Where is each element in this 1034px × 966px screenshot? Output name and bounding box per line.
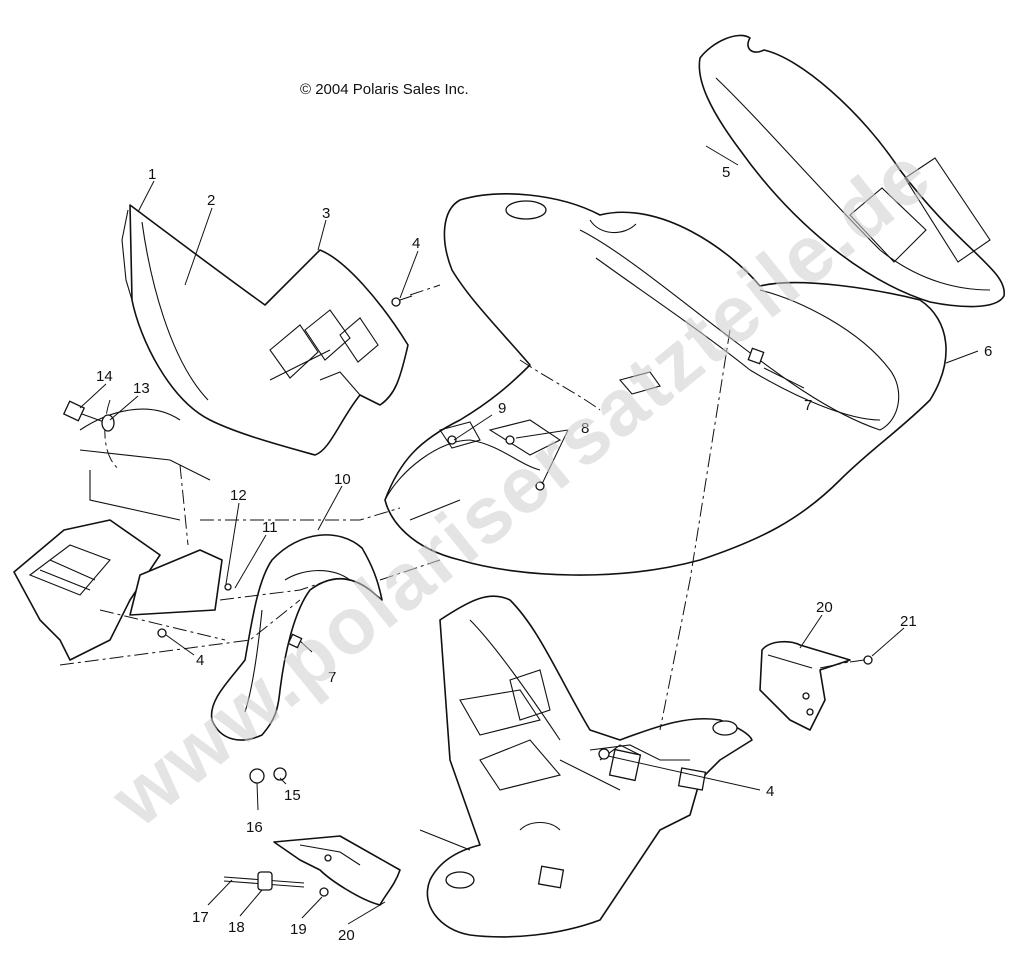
fender-flare-part bbox=[210, 534, 383, 741]
callout-3: 3 bbox=[322, 205, 330, 222]
callout-13: 13 bbox=[133, 380, 150, 397]
callout-11: 11 bbox=[262, 519, 278, 536]
callout-2: 2 bbox=[207, 192, 215, 209]
callout-15: 15 bbox=[284, 787, 301, 804]
callout-4-left: 4 bbox=[196, 652, 204, 669]
callout-20-upper: 20 bbox=[816, 599, 833, 616]
front-panel-part bbox=[121, 204, 409, 456]
bracket-upper-part bbox=[759, 640, 851, 731]
callout-8: 8 bbox=[581, 420, 589, 437]
callout-18: 18 bbox=[228, 919, 245, 936]
rear-fender-part bbox=[384, 193, 947, 576]
callout-16: 16 bbox=[246, 819, 263, 836]
callout-17: 17 bbox=[192, 909, 209, 926]
leader-lines bbox=[79, 145, 979, 925]
callout-19: 19 bbox=[290, 921, 307, 938]
callout-9: 9 bbox=[498, 400, 506, 417]
callout-4-top: 4 bbox=[412, 235, 420, 252]
bracket-lower-part bbox=[273, 835, 401, 906]
callout-6: 6 bbox=[984, 343, 992, 360]
callout-7-left: 7 bbox=[328, 669, 336, 686]
callout-14: 14 bbox=[96, 368, 113, 385]
callout-20-lower: 20 bbox=[338, 927, 355, 944]
frame-part bbox=[419, 595, 753, 938]
callout-21: 21 bbox=[900, 613, 917, 630]
callout-10: 10 bbox=[334, 471, 351, 488]
callout-7-right: 7 bbox=[804, 397, 812, 414]
seat-part bbox=[698, 34, 1005, 308]
callout-4-right: 4 bbox=[766, 783, 774, 800]
callout-5: 5 bbox=[722, 164, 730, 181]
copyright-text: © 2004 Polaris Sales Inc. bbox=[300, 81, 469, 98]
assembly-lines bbox=[59, 284, 849, 731]
footrest-part bbox=[13, 399, 223, 661]
callouts: 1 2 3 4 5 6 7 8 9 10 11 12 13 14 4 7 15 … bbox=[96, 164, 992, 944]
callout-1: 1 bbox=[148, 166, 156, 183]
callout-12: 12 bbox=[230, 487, 247, 504]
